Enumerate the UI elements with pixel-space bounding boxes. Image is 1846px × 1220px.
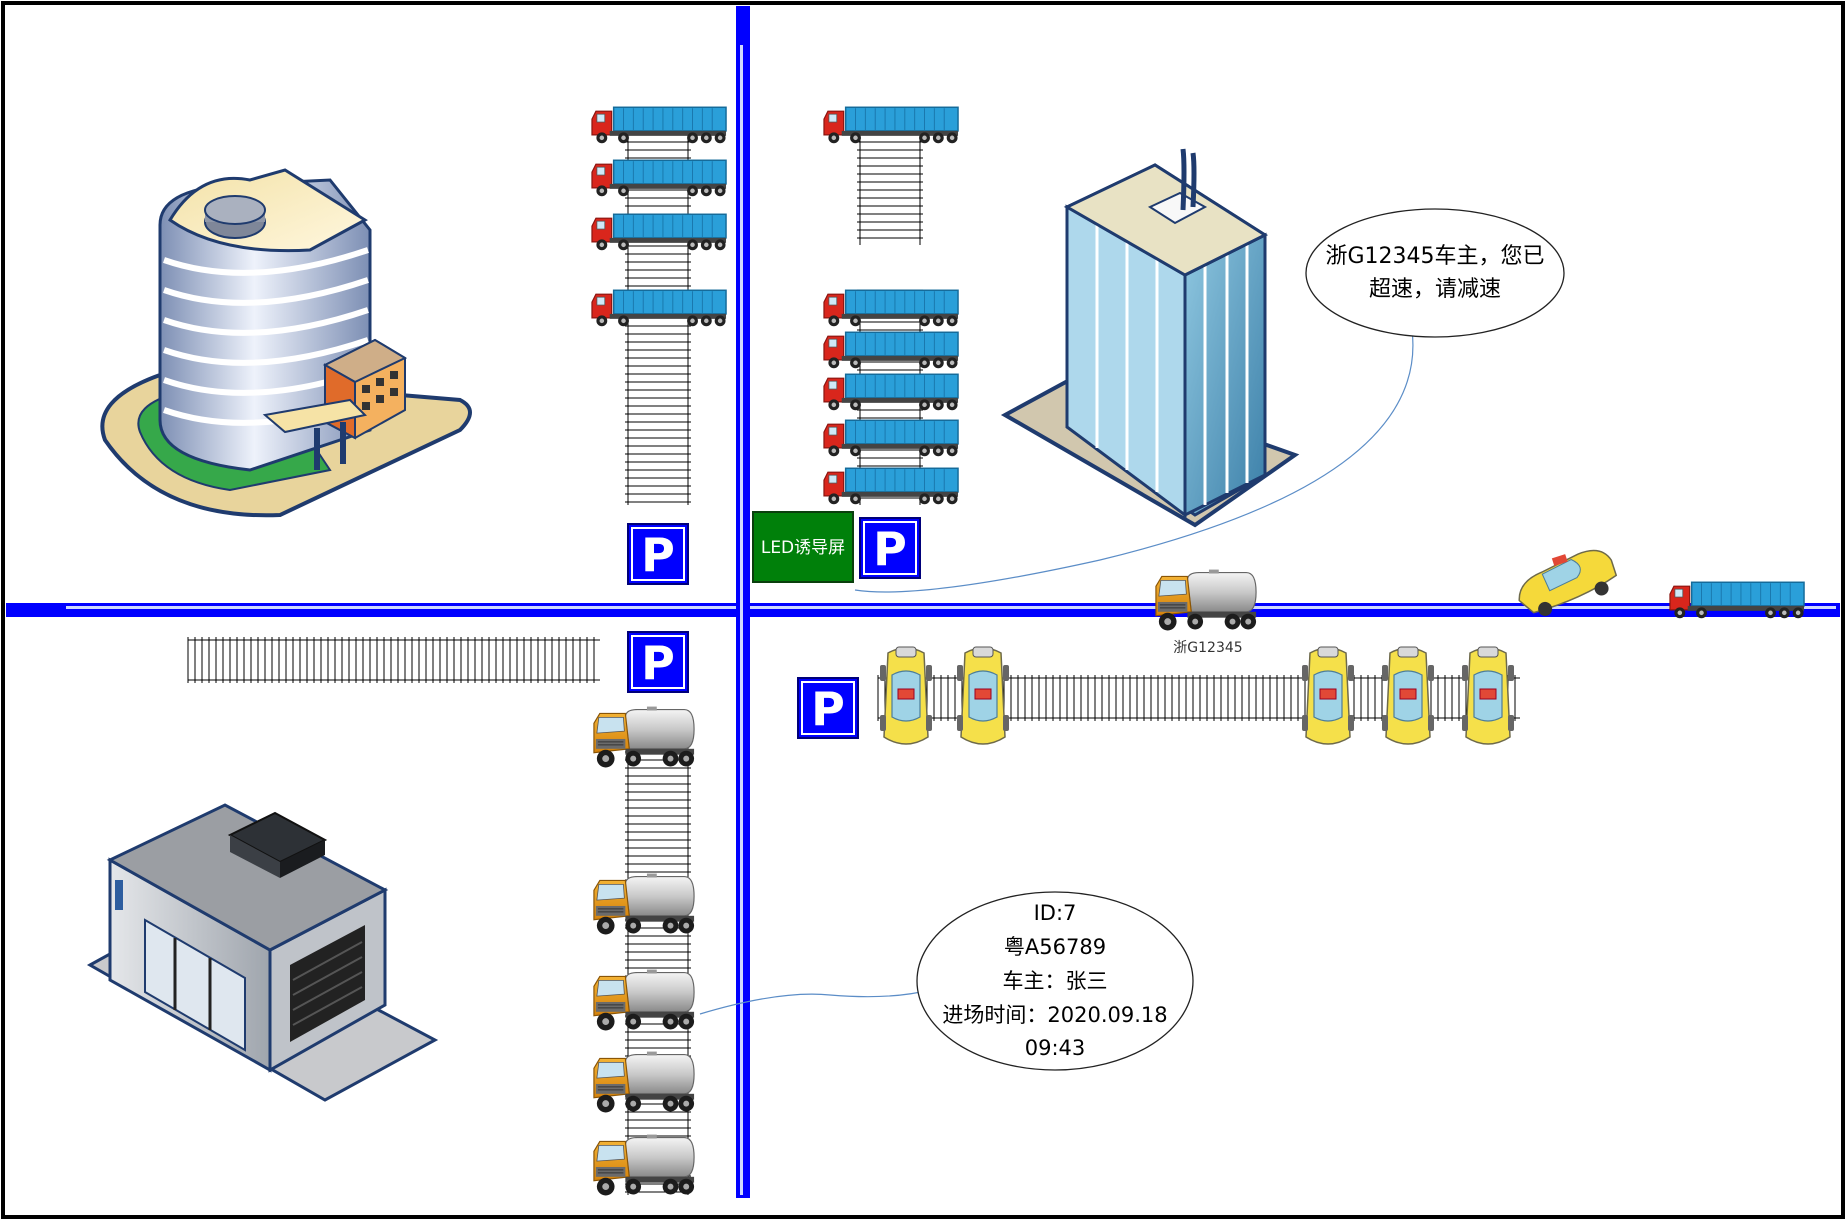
parking-sign-icon: P <box>627 631 689 693</box>
vehicle-info-bubble: ID:7 粤A56789 车主：张三 进场时间：2020.09.18 09:43 <box>699 891 1194 1071</box>
horizontal-road <box>6 603 1840 617</box>
vertical-road-lane <box>740 45 743 1195</box>
taxi-icon <box>956 646 1010 745</box>
road-network <box>6 6 1840 1198</box>
info-bubble-entry: 进场时间：2020.09.18 <box>942 1003 1167 1027</box>
info-bubble-connector <box>699 989 931 1015</box>
parking-sign-icon: P <box>859 517 921 579</box>
parking-sign-glyph: P <box>641 528 675 582</box>
parking-sign-glyph: P <box>873 522 907 576</box>
warehouse-icon <box>86 803 439 1102</box>
led-guide-screen: LED诱导屏 <box>752 511 854 583</box>
glass-tower-icon <box>1000 148 1300 528</box>
parking-sign-icon: P <box>627 523 689 585</box>
taxi-icon <box>1381 646 1435 745</box>
speed-warning-bubble: 浙G12345车主，您已 超速，请减速 <box>854 208 1565 593</box>
speed-bubble-connector <box>854 329 1414 593</box>
taxi-icon <box>1301 646 1355 745</box>
vehicles-layer <box>591 106 1805 1197</box>
speed-bubble-line2: 超速，请减速 <box>1369 277 1501 302</box>
parking-sign-icon: P <box>797 677 859 739</box>
info-bubble-time: 09:43 <box>1025 1036 1086 1060</box>
office-building-icon <box>100 168 472 518</box>
horizontal-road-lane <box>66 606 1836 609</box>
parking-sign-glyph: P <box>811 682 845 736</box>
speed-bubble-line1: 浙G12345车主，您已 <box>1325 244 1544 269</box>
taxi-icon <box>1518 549 1618 616</box>
info-bubble-id: ID:7 <box>1034 901 1077 925</box>
parking-grid-bottom-left <box>187 637 600 683</box>
taxi-icon <box>1461 646 1515 745</box>
vehicle-plate-label: 浙G12345 <box>1173 640 1242 656</box>
parking-sign-glyph: P <box>641 636 675 690</box>
info-bubble-owner: 车主：张三 <box>1003 969 1108 993</box>
taxi-icon <box>879 646 933 745</box>
info-bubble-plate: 粤A56789 <box>1004 935 1106 959</box>
led-guide-screen-label: LED诱导屏 <box>761 538 845 558</box>
